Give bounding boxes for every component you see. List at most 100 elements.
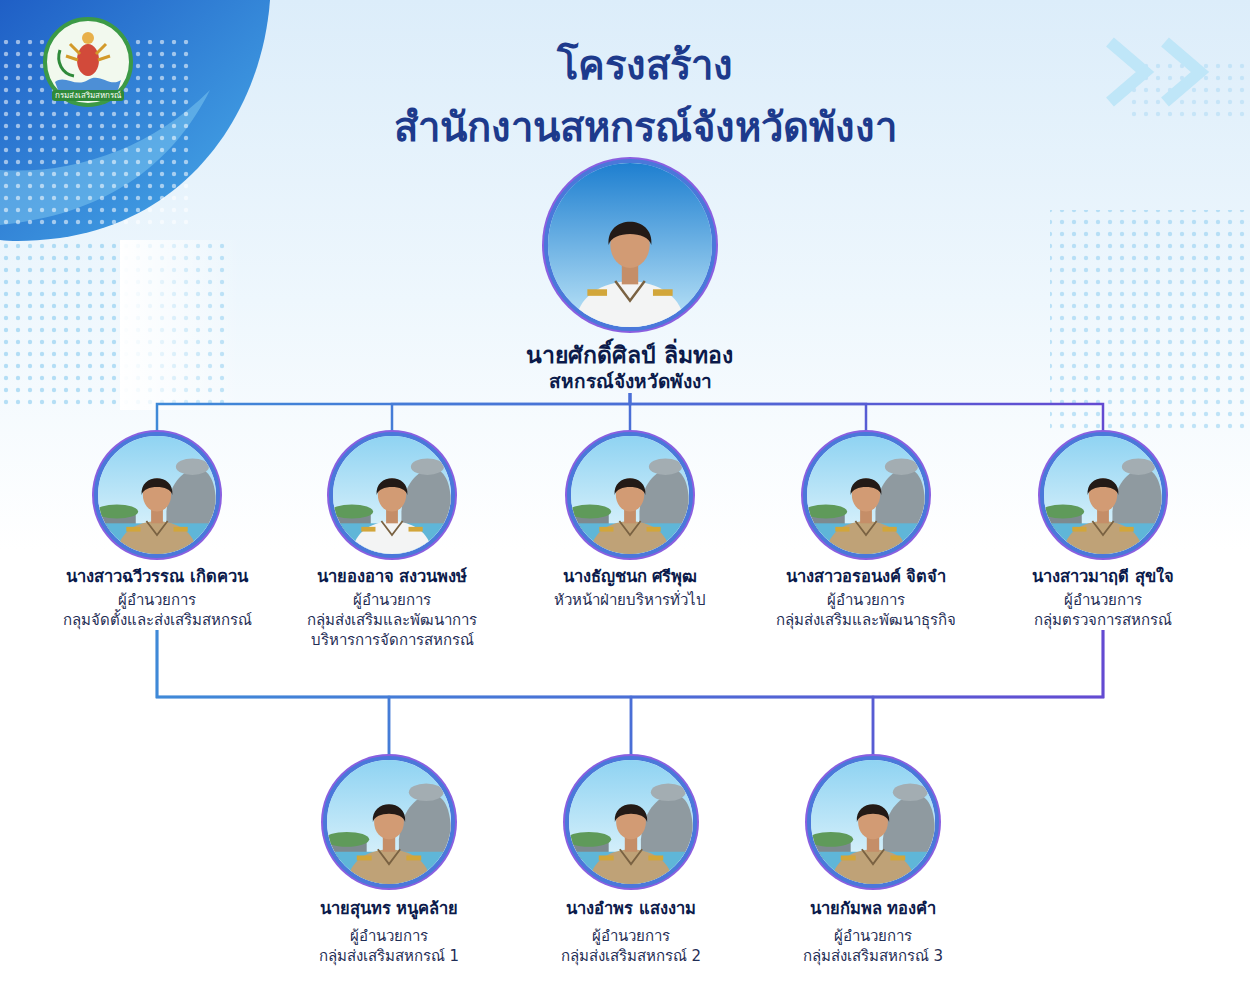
connector-line [157, 393, 630, 432]
portrait-illustration [333, 436, 451, 554]
rock-scenery [639, 468, 689, 526]
photo-backdrop [811, 760, 935, 884]
connector-line [630, 393, 1103, 432]
portrait-illustration [807, 436, 925, 554]
person-name: นายสุนทร หนูคล้าย [269, 898, 509, 920]
logo-figure-head [82, 32, 94, 44]
uniform-body [590, 521, 670, 554]
uniform-body [826, 521, 906, 554]
portrait-photo [544, 159, 716, 331]
tree-scenery [98, 504, 138, 518]
person-name: นางสาวฉวีวรรณ เกิดควน [41, 566, 273, 588]
uniform-collar [378, 849, 400, 864]
uniform-collar [862, 849, 884, 864]
portrait-illustration [569, 760, 693, 884]
rock-scenery [176, 458, 209, 475]
portrait-photo [807, 756, 939, 888]
person-name: นางธัญชนก ศรีพุฒ [514, 566, 746, 588]
person-name: นางอำพร แสงงาม [511, 898, 751, 920]
rock-scenery [885, 458, 918, 475]
logo-figure-arms [66, 44, 110, 60]
uniform-body [574, 281, 686, 327]
position-title: ผู้อำนวยการ กลุมจัดตั้งและส่งเสริมสหกรณ์ [41, 590, 273, 630]
hair [857, 804, 889, 822]
position-title: ผู้อำนวยการ กลุ่มส่งเสริมสหกรณ์ 3 [753, 926, 993, 966]
portrait-illustration [548, 163, 712, 327]
epaulette [357, 855, 372, 860]
logo-disc [45, 19, 131, 105]
tree-scenery [807, 504, 847, 518]
rock-scenery [893, 784, 928, 801]
logo-caption: กรมส่งเสริมสหกรณ์ [52, 90, 124, 101]
rock-scenery [1122, 458, 1155, 475]
person-node: นายศักดิ์ศิลป์ ลิ่มทองสหกรณ์จังหวัดพังงา [440, 159, 820, 393]
rock-scenery [401, 468, 451, 526]
rock-scenery [166, 468, 216, 526]
tree-scenery [327, 832, 369, 847]
rock-scenery [399, 793, 451, 854]
dot-pattern [0, 40, 190, 230]
rock-scenery [883, 793, 935, 854]
hair [615, 478, 646, 495]
epaulette [406, 855, 421, 860]
epaulette [174, 527, 188, 532]
position-title: ผู้อำนวยการ กลุ่มส่งเสริมและพัฒนาการ บริ… [276, 590, 508, 650]
connector-line [873, 630, 1103, 756]
person-name: นายกัมพล ทองคำ [753, 898, 993, 920]
rock-scenery [875, 468, 925, 526]
portrait-illustration [98, 436, 216, 554]
position-title: ผู้อำนวยการ กลุ่มส่งเสริมและพัฒนาธุรกิจ [750, 590, 982, 630]
portrait-photo [1040, 432, 1166, 558]
corner-blob [0, 0, 270, 241]
epaulette [361, 527, 375, 532]
dot-fade [120, 240, 240, 410]
portrait-photo [565, 756, 697, 888]
epaulette [653, 289, 673, 296]
logo-figure [77, 44, 99, 76]
epaulette [890, 855, 905, 860]
person-node: นายกัมพล ทองคำผู้อำนวยการ กลุ่มส่งเสริมส… [753, 756, 993, 966]
epaulette [648, 855, 663, 860]
connector-line [392, 393, 630, 432]
uniform-body [117, 521, 197, 554]
photo-backdrop [548, 163, 712, 327]
uniform-collar [1092, 521, 1113, 535]
position-title: สหกรณ์จังหวัดพังงา [440, 369, 820, 393]
photo-backdrop [98, 436, 216, 554]
epaulette [599, 527, 613, 532]
portrait-illustration [1044, 436, 1162, 554]
rock-scenery [411, 458, 444, 475]
rock-scenery [1112, 468, 1162, 526]
chevron [1165, 42, 1200, 102]
epaulette [835, 527, 849, 532]
hair [1088, 478, 1119, 495]
uniform-body [831, 849, 915, 884]
chart-title: โครงสร้าง สำนักงานสหกรณ์จังหวัดพังงา [265, 34, 1025, 158]
portrait-photo [94, 432, 220, 558]
photo-backdrop [569, 760, 693, 884]
hair [851, 478, 882, 495]
person-name: นางสาวอรอนงค์ จิตจำ [750, 566, 982, 588]
rock-scenery [409, 784, 444, 801]
photo-backdrop [1044, 436, 1162, 554]
uniform-body [352, 521, 432, 554]
uniform-collar [619, 521, 640, 535]
person-node: นางสาวมาฤดี สุขใจผู้อำนวยการ กลุ่มตรวจกา… [987, 432, 1219, 630]
position-title: หัวหน้าฝ่ายบริหารทั่วไป [514, 590, 746, 610]
person-node: นายสุนทร หนูคล้ายผู้อำนวยการ กลุ่มส่งเสร… [269, 756, 509, 966]
portrait-photo [567, 432, 693, 558]
person-name: นางสาวมาฤดี สุขใจ [987, 566, 1219, 588]
person-node: นางอำพร แสงงามผู้อำนวยการ กลุ่มส่งเสริมส… [511, 756, 751, 966]
person-node: นางสาวฉวีวรรณ เกิดควนผู้อำนวยการ กลุมจัด… [41, 432, 273, 630]
portrait-photo [803, 432, 929, 558]
photo-backdrop [327, 760, 451, 884]
portrait-illustration [327, 760, 451, 884]
person-name: นายองอาจ สงวนพงษ์ [276, 566, 508, 588]
portrait-photo [323, 756, 455, 888]
epaulette [126, 527, 140, 532]
portrait-photo [329, 432, 455, 558]
hair [373, 804, 405, 822]
portrait-illustration [571, 436, 689, 554]
epaulette [409, 527, 423, 532]
